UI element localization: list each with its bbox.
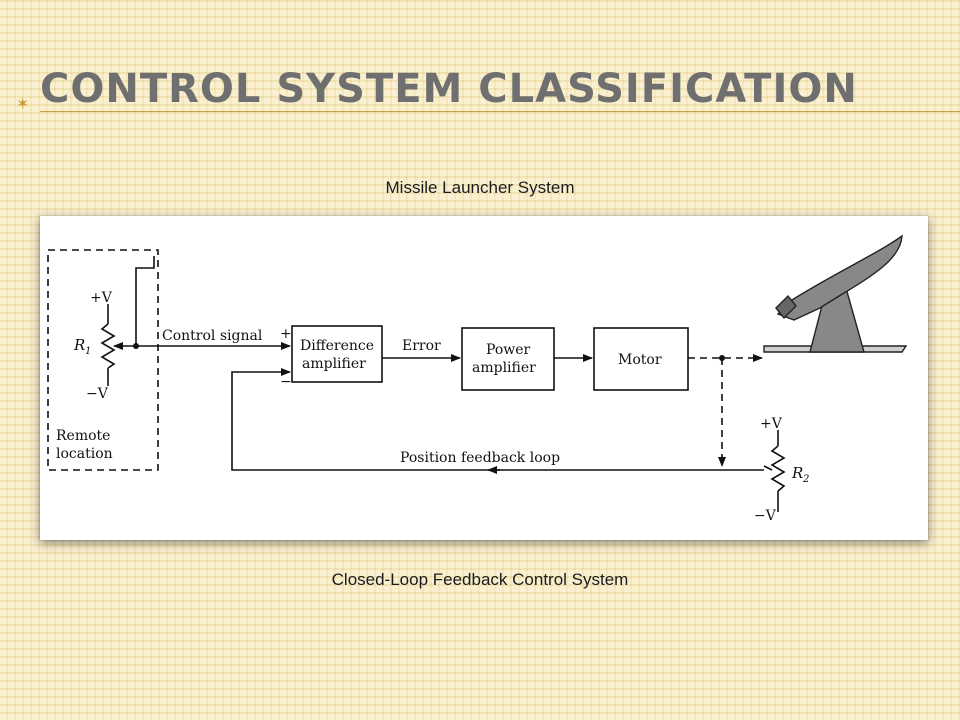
shaft-junction-dot	[719, 355, 725, 361]
r2-wiper	[763, 465, 773, 471]
position-feedback-label: Position feedback loop	[400, 450, 560, 466]
missile-launcher-illustration	[763, 234, 908, 353]
block-diagram-svg: +V R 1 −V Remote location Control signal…	[47, 234, 908, 524]
remote-location-line2: location	[56, 446, 113, 462]
r2-resistor	[770, 445, 786, 492]
power-amplifier-label-2: amplifier	[472, 360, 536, 376]
r2-label: R	[791, 464, 803, 482]
figure-caption-bottom: Closed-Loop Feedback Control System	[331, 570, 629, 589]
difference-amplifier-label-1: Difference	[300, 338, 374, 354]
r1-plus-v-label: +V	[90, 290, 113, 306]
summing-plus-sign: +	[280, 326, 292, 342]
motor-label: Motor	[618, 352, 662, 368]
title-bullet-icon: ✶	[16, 96, 30, 113]
error-label: Error	[402, 338, 441, 354]
slide-title: Control System Classification	[40, 66, 858, 112]
power-amplifier-box	[461, 327, 555, 391]
summing-minus-sign: −	[280, 374, 292, 390]
r1-minus-v-label: −V	[86, 386, 109, 402]
title-divider	[40, 111, 960, 112]
remote-location-line1: Remote	[56, 428, 110, 444]
control-signal-label: Control signal	[162, 328, 263, 344]
r1-subscript: 1	[85, 346, 91, 357]
r2-plus-v-label: +V	[760, 416, 783, 432]
r2-subscript: 2	[802, 474, 809, 485]
figure-caption-top: Missile Launcher System	[385, 178, 575, 197]
motor-box	[593, 327, 689, 391]
r1-junction-dot	[133, 343, 139, 349]
r1-label: R	[73, 336, 85, 354]
block-diagram-figure: +V R 1 −V Remote location Control signal…	[40, 216, 928, 540]
r1-resistor	[100, 323, 116, 369]
r2-minus-v-label: −V	[754, 508, 777, 524]
difference-amplifier-label-2: amplifier	[302, 356, 366, 372]
power-amplifier-label-1: Power	[486, 342, 531, 358]
difference-amplifier-box	[291, 325, 383, 383]
remote-location-box	[47, 249, 159, 471]
r1-knob-link	[135, 256, 155, 346]
